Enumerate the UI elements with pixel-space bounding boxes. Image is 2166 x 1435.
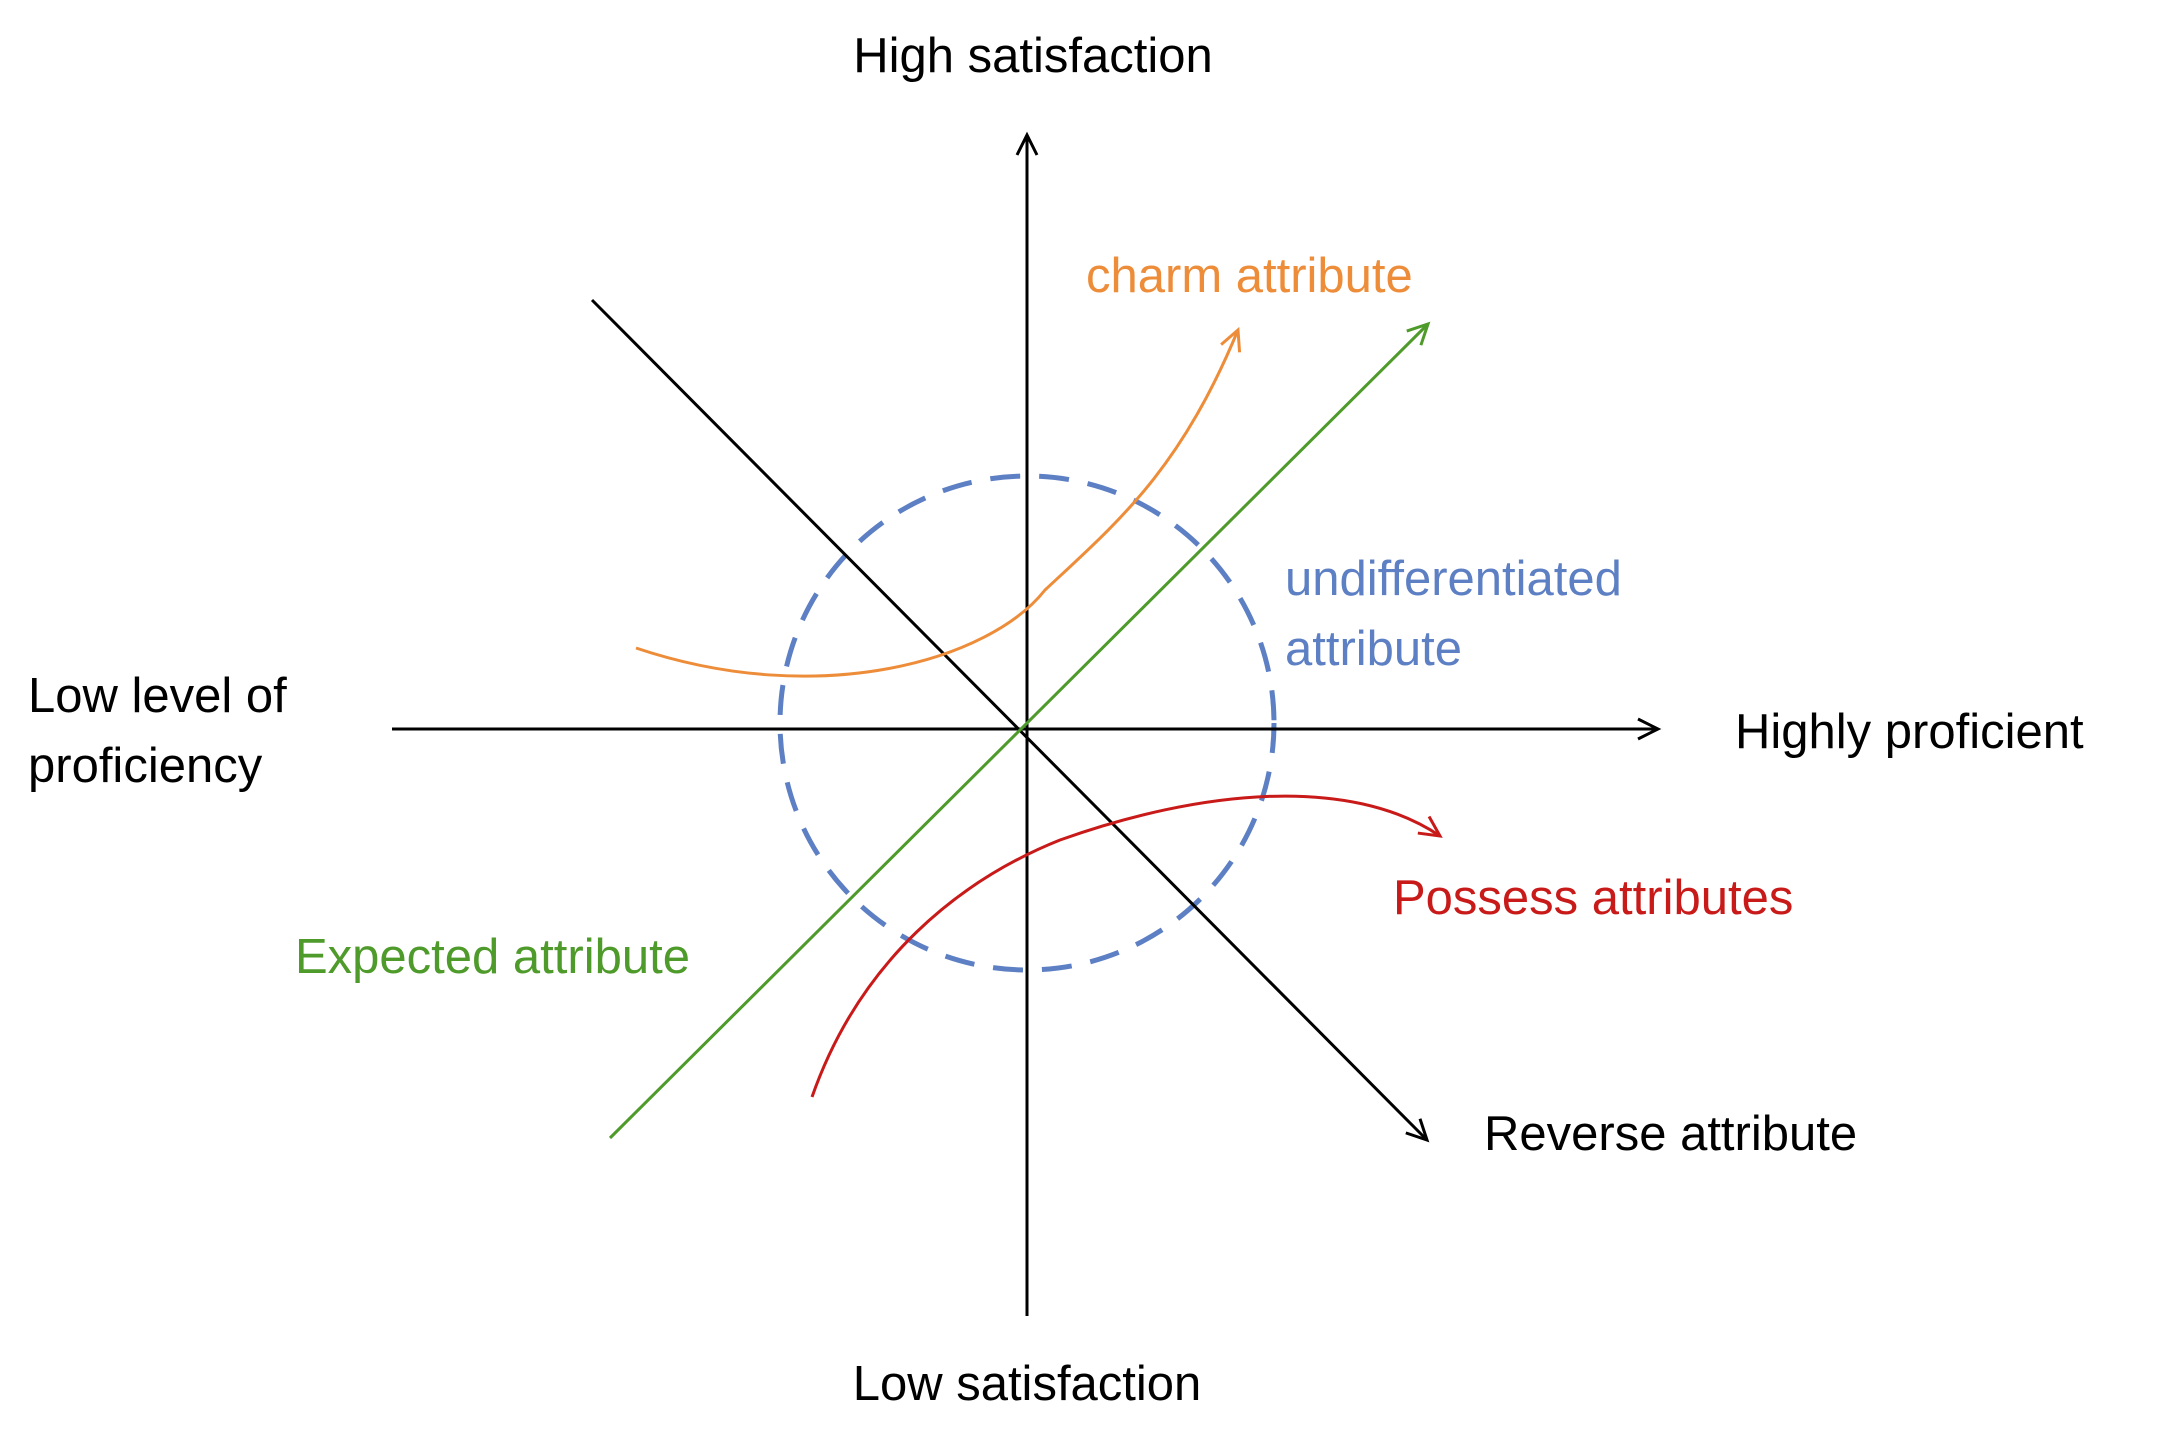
expected-attribute-label: Expected attribute [295,930,690,984]
charm-attribute-label: charm attribute [1086,249,1413,303]
high-satisfaction-label: High satisfaction [853,29,1213,83]
possess-attributes-curve [810,794,1443,1098]
low-proficiency-label-line1: Low level of [28,669,287,723]
reverse-attribute-label: Reverse attribute [1484,1107,1857,1161]
low-proficiency-label-line2: proficiency [28,739,263,793]
possess-attributes-label: Possess attributes [1393,871,1793,925]
low-satisfaction-label: Low satisfaction [853,1357,1202,1411]
reverse-attribute-line [590,298,1430,1143]
undifferentiated-label-line2: attribute [1285,622,1462,676]
undifferentiated-label-line1: undifferentiated [1285,552,1622,606]
charm-attribute-curve [635,326,1242,678]
highly-proficient-label: Highly proficient [1735,705,2084,759]
expected-attribute-line [608,321,1431,1140]
undifferentiated-circle [777,473,1277,973]
